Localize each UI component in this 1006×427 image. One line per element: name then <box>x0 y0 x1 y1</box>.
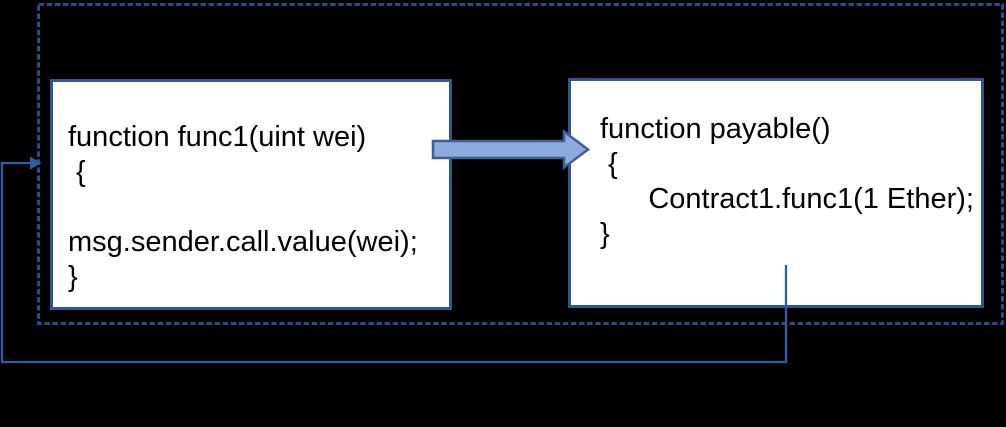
contract2-code-box: function payable() { Contract1.func1(1 E… <box>568 78 984 308</box>
contract1-code: function func1(uint wei) { msg.sender.ca… <box>68 121 418 293</box>
contract1-code-box: function func1(uint wei) { msg.sender.ca… <box>50 79 452 310</box>
contract2-code: function payable() { Contract1.func1(1 E… <box>600 113 974 250</box>
loop-arrowhead-icon <box>30 156 42 170</box>
call-arrow-icon <box>431 129 591 170</box>
